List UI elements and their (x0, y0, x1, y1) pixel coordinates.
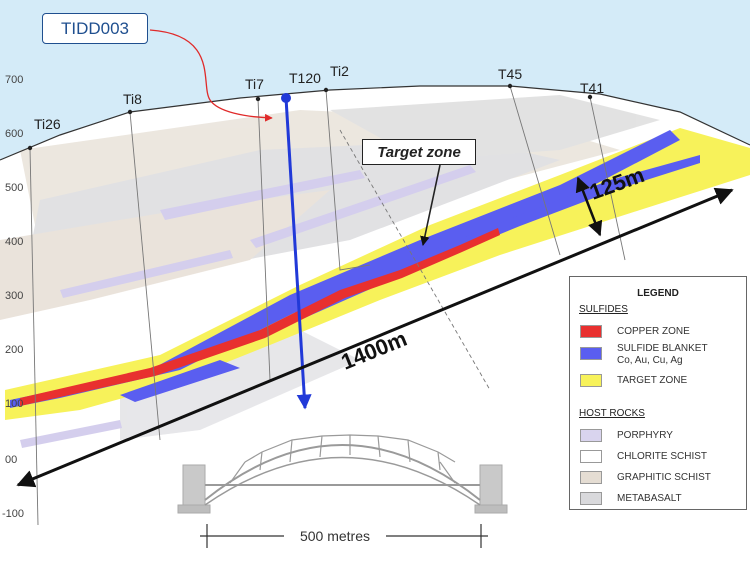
legend-swatch-target (580, 374, 602, 387)
legend-item-copper: COPPER ZONE (617, 326, 690, 337)
bridge-pylon-right (479, 464, 503, 511)
legend-item-sulfide-blanket: SULFIDE BLANKET (617, 343, 708, 354)
collar-dots (27, 83, 593, 151)
sky-area (0, 0, 750, 160)
target-zone-callout: Target zone (362, 139, 476, 165)
legend-swatch-metabasalt (580, 492, 602, 505)
legend-item-sulfide-blanket-sub: Co, Au, Cu, Ag (617, 355, 683, 366)
callout-arrow (149, 29, 273, 122)
elevation-tick: 600 (5, 128, 23, 140)
length-arrow (16, 187, 734, 488)
legend-item-chlorite: CHLORITE SCHIST (617, 451, 708, 462)
legend-swatch-graphitic (580, 471, 602, 484)
legend: LEGEND SULFIDES COPPER ZONE SULFIDE BLAN… (569, 276, 747, 510)
bridge-arch-outer (204, 444, 481, 501)
collar-dot (587, 94, 593, 100)
legend-title: LEGEND (637, 288, 679, 299)
collar-dot (323, 87, 329, 93)
drillhole-label: Ti7 (245, 76, 264, 92)
legend-item-porphyry: PORPHYRY (617, 430, 673, 441)
elevation-tick: -100 (2, 508, 24, 520)
bridge-illustration (177, 434, 508, 514)
scale-bar (200, 524, 488, 548)
ground-surface-line (0, 85, 750, 161)
drillhole-label: Ti26 (34, 116, 61, 132)
legend-item-metabasalt: METABASALT (617, 493, 682, 504)
legend-item-target: TARGET ZONE (617, 375, 688, 386)
legend-host-heading: HOST ROCKS (579, 408, 645, 419)
proposed-collar-dot (281, 93, 291, 103)
drillhole-labels: Ti26 Ti8 Ti7 T120 Ti2 T45 T41 (34, 63, 604, 132)
elevation-tick: 500 (5, 182, 23, 194)
elevation-tick: 200 (5, 344, 23, 356)
collar-dot (127, 109, 133, 115)
bridge-arch-inner (204, 456, 481, 506)
legend-sulfides-heading: SULFIDES (579, 304, 628, 315)
drillhole-label: Ti2 (330, 63, 349, 79)
elevation-tick: 700 (5, 74, 23, 86)
bridge-pylon-left-cap (177, 504, 211, 514)
drillhole-label: Ti8 (123, 91, 142, 107)
legend-swatch-sulfide-blanket (580, 347, 602, 360)
collar-dot (255, 96, 261, 102)
length-dimension-label: 1400m (338, 326, 411, 375)
target-zone-label: Target zone (377, 143, 461, 161)
tidd003-callout: TIDD003 (42, 13, 148, 44)
legend-swatch-porphyry (580, 429, 602, 442)
elevation-tick: 100 (5, 398, 23, 410)
scale-bar-label: 500 metres (300, 528, 370, 544)
drillhole-label: T45 (498, 66, 522, 82)
porphyry-dike (20, 420, 122, 448)
collar-dot (27, 145, 33, 151)
elevation-tick: 400 (5, 236, 23, 248)
legend-swatch-chlorite (580, 450, 602, 463)
legend-item-graphitic: GRAPHITIC SCHIST (617, 472, 711, 483)
elevation-tick: 300 (5, 290, 23, 302)
legend-swatch-copper (580, 325, 602, 338)
elevation-axis: 700 600 500 400 300 200 100 00 -100 (2, 74, 24, 520)
drillhole-label: T41 (580, 80, 604, 96)
drillhole-label: T120 (289, 70, 321, 86)
bridge-truss (229, 434, 456, 484)
elevation-tick: 00 (5, 454, 17, 466)
bridge-pylon-right-cap (474, 504, 508, 514)
tidd003-callout-label: TIDD003 (60, 18, 130, 38)
collar-dot (507, 83, 513, 89)
bridge-pylon-left (182, 464, 206, 511)
